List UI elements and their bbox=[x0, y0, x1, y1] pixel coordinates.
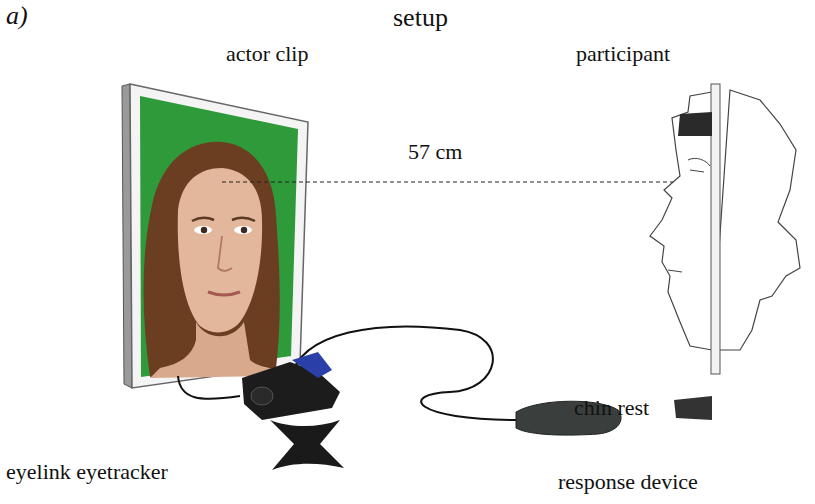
part-label: eyelink eyetracker bbox=[6, 460, 168, 484]
part-label: response device bbox=[558, 470, 698, 494]
dimension-label: 57 cm bbox=[408, 140, 462, 164]
part-label: chin rest bbox=[574, 396, 649, 420]
panel-letter: a) bbox=[6, 2, 28, 31]
part-label: actor clip bbox=[226, 42, 308, 66]
figure-title: setup bbox=[393, 4, 448, 33]
part-label: participant bbox=[576, 42, 670, 66]
